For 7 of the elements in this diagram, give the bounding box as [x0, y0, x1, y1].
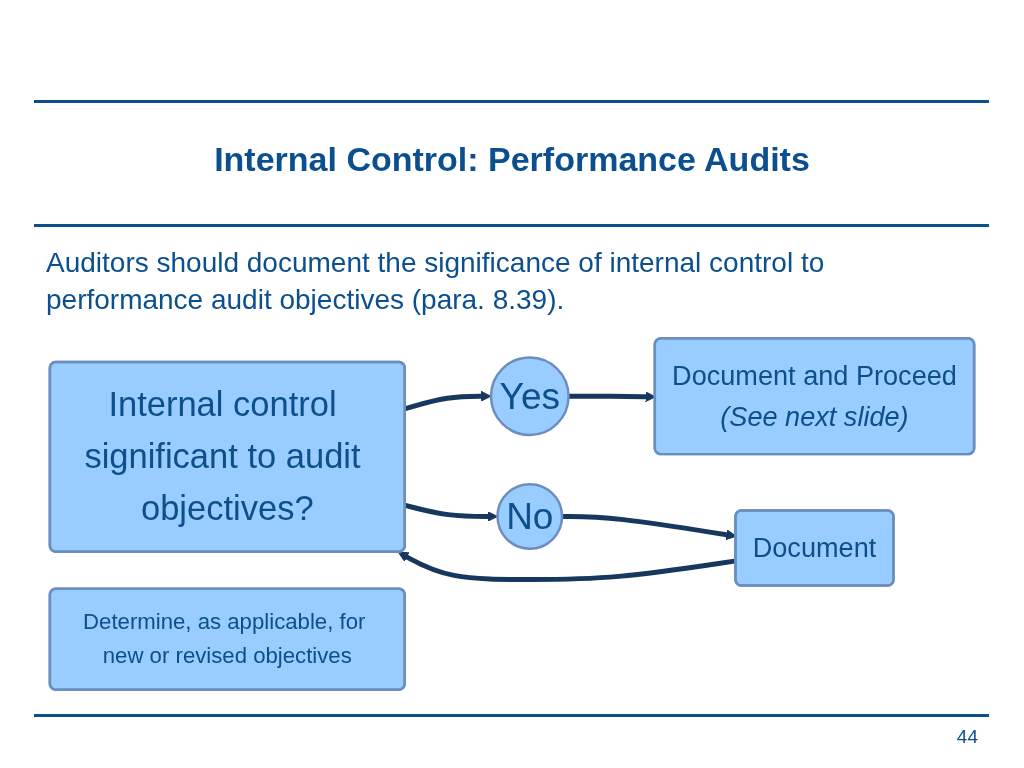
- node-circle: No: [496, 482, 564, 550]
- arrow: [404, 390, 492, 412]
- node-circle: Yes: [489, 356, 570, 437]
- page-number: 44: [956, 726, 978, 748]
- arrow: [404, 503, 498, 522]
- slide-title: Internal Control: Performance Audits: [214, 140, 810, 179]
- intro-text: Auditors should document the significance of internal control to performance audit objectives (para. 8.39).: [46, 246, 826, 317]
